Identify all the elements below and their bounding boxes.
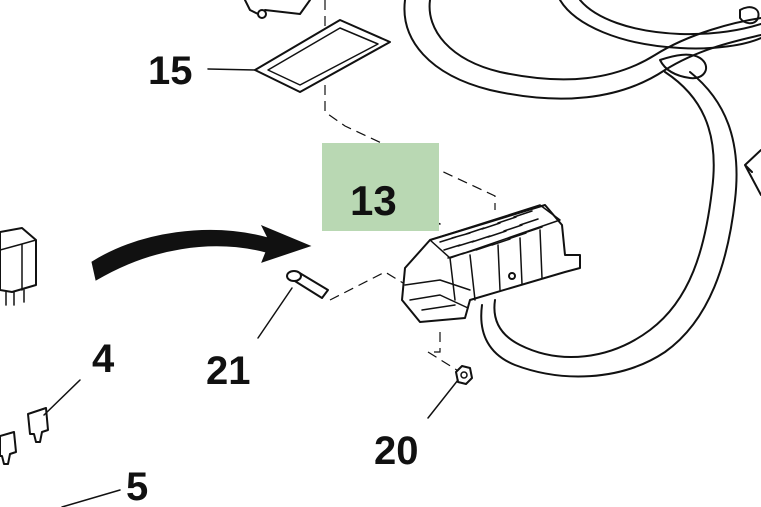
- fuses-part-4: [0, 407, 49, 465]
- callout-4: 4: [92, 337, 115, 381]
- relay-block-part-13: [401, 204, 581, 323]
- gasket-part-15: [254, 19, 391, 93]
- direction-arrow: [91, 225, 312, 281]
- highlight-box: [322, 143, 439, 231]
- callout-20: 20: [374, 429, 419, 473]
- relay-part: [0, 227, 37, 306]
- callout-5: 5: [126, 465, 148, 507]
- callout-15: 15: [148, 49, 193, 93]
- screw-part-21: [286, 270, 329, 299]
- nut-part-20: [455, 365, 473, 385]
- wiring-harness: [244, 0, 761, 378]
- terminal-cavities: [439, 210, 543, 259]
- callout-13: 13: [350, 177, 397, 224]
- callout-21: 21: [206, 349, 251, 393]
